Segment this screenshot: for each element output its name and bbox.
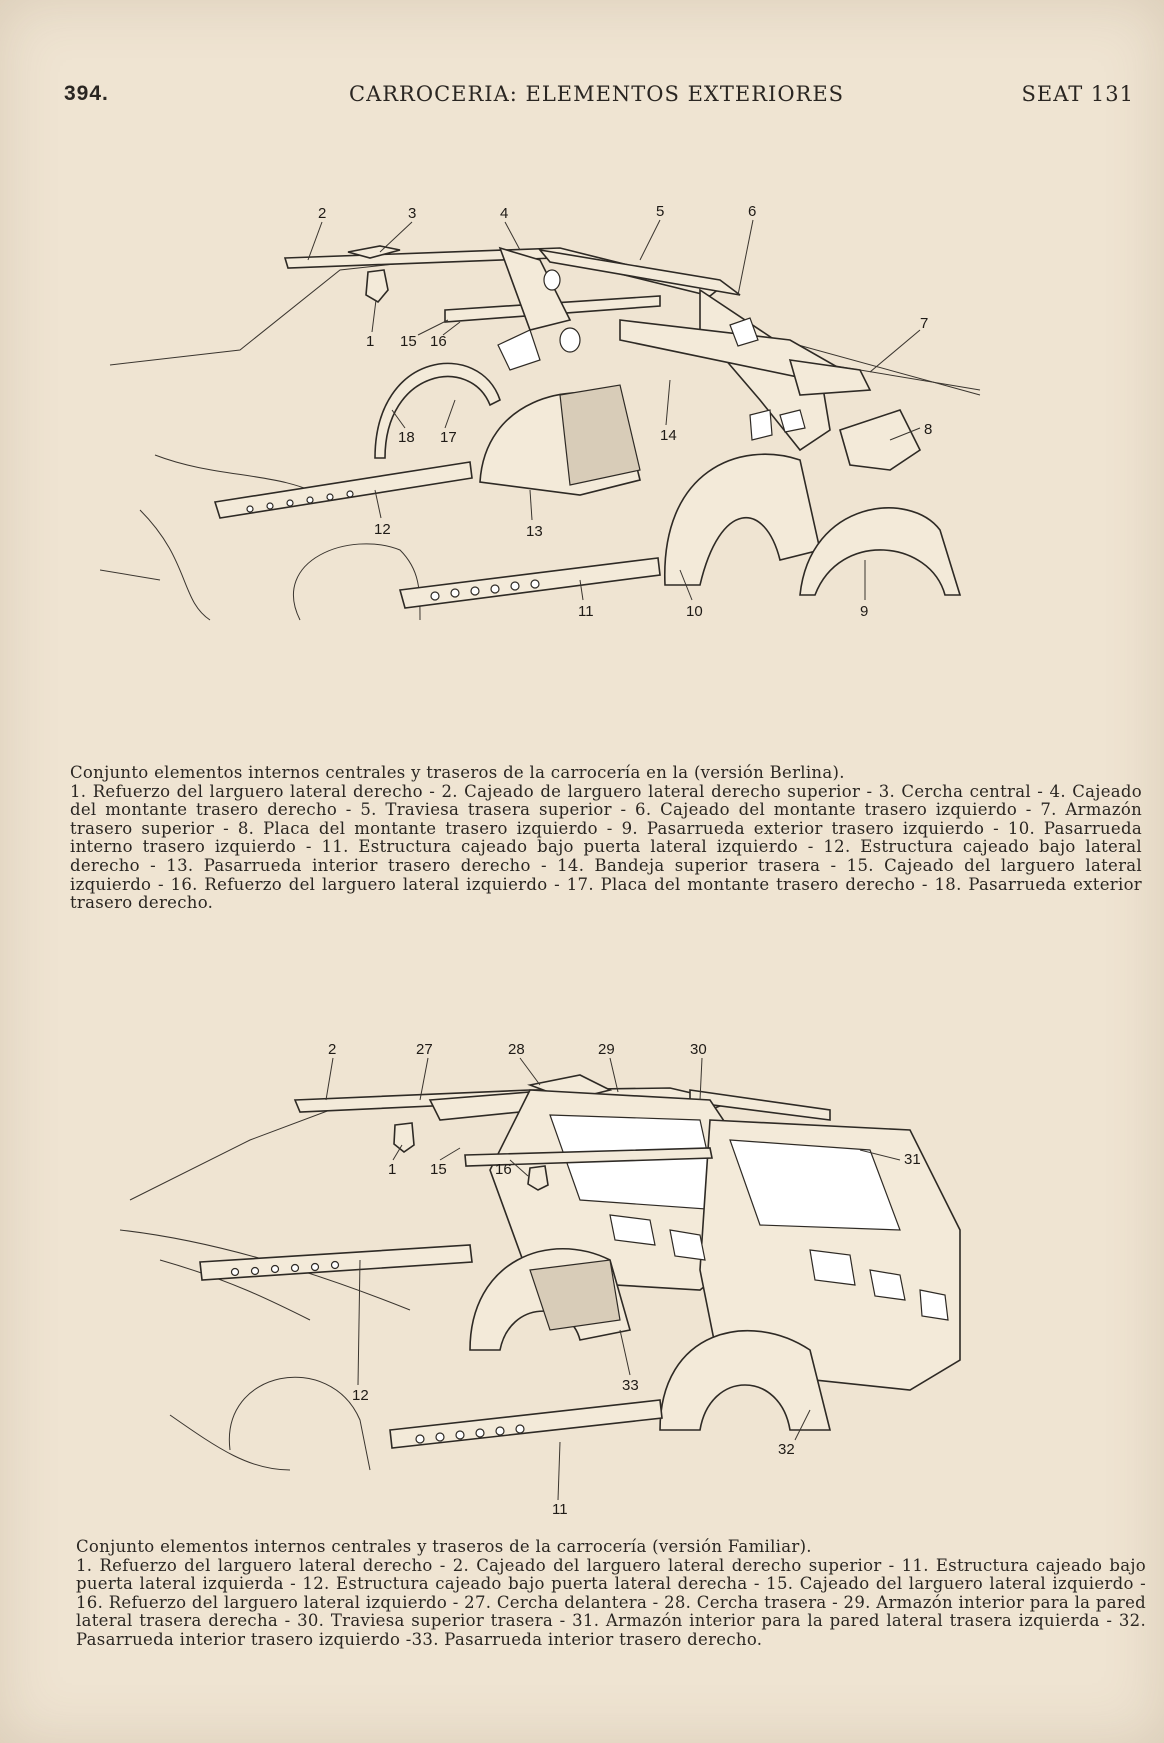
familiar-diagram-svg: 2 27 28 29 30 31 1 15 16 12 33 32 11	[119, 1041, 961, 1518]
berlina-diagram-svg: 2 3 4 5 6 1 15 16 7 18 17 14 8 12 13 11 …	[100, 203, 981, 621]
caption-body: 1. Refuerzo del larguero lateral derecho…	[76, 1555, 1146, 1649]
callout-label: 5	[656, 203, 664, 220]
lower-sills	[199, 1244, 663, 1449]
callout-label: 15	[430, 1161, 447, 1178]
lower-sills	[213, 461, 661, 609]
berlina-exploded-diagram: 2 3 4 5 6 1 15 16 7 18 17 14 8 12 13 11 …	[100, 200, 1100, 700]
callout-label: 9	[860, 603, 868, 620]
callout-label: 8	[924, 421, 932, 438]
callout-label: 17	[440, 429, 457, 446]
wheel-arches	[469, 1247, 832, 1431]
rail-15	[464, 1147, 713, 1167]
caption-berlina: Conjunto elementos internos centrales y …	[70, 763, 1142, 913]
reinforcement-16	[527, 1165, 549, 1191]
reinforcement-1	[393, 1122, 415, 1153]
page-number: 394.	[64, 82, 109, 105]
model-name: SEAT 131	[1021, 82, 1134, 106]
callout-label: 12	[374, 521, 391, 538]
callout-label: 27	[416, 1041, 433, 1058]
callout-label: 7	[920, 315, 928, 332]
callout-label: 3	[408, 205, 416, 222]
callout-label: 11	[578, 603, 594, 620]
callout-label: 1	[366, 333, 374, 350]
callout-label: 13	[526, 523, 543, 540]
callout-leaders	[307, 219, 921, 601]
caption-title: Conjunto elementos internos centrales y …	[76, 1537, 812, 1556]
callout-label: 28	[508, 1041, 525, 1058]
callout-label: 31	[904, 1151, 921, 1168]
section-title: CARROCERIA: ELEMENTOS EXTERIORES	[349, 82, 845, 106]
callout-label: 16	[430, 333, 447, 350]
page-header: 394. CARROCERIA: ELEMENTOS EXTERIORES SE…	[64, 82, 1134, 112]
caption-familiar: Conjunto elementos internos centrales y …	[76, 1537, 1146, 1650]
callout-labels: 2 27 28 29 30 31 1 15 16 12 33 32 11	[328, 1041, 921, 1518]
familiar-exploded-diagram: 2 27 28 29 30 31 1 15 16 12 33 32 11	[110, 1030, 1100, 1520]
reinforcement-1	[365, 269, 389, 304]
callout-label: 16	[495, 1161, 512, 1178]
callout-label: 29	[598, 1041, 615, 1058]
callout-label: 12	[352, 1387, 369, 1404]
callout-label: 32	[778, 1441, 795, 1458]
callout-label: 15	[400, 333, 417, 350]
callout-label: 30	[690, 1041, 707, 1058]
callout-label: 2	[318, 205, 326, 222]
callout-label: 18	[398, 429, 415, 446]
callout-leaders	[325, 1057, 901, 1501]
callout-labels: 2 3 4 5 6 1 15 16 7 18 17 14 8 12 13 11 …	[318, 203, 932, 620]
side-panels	[489, 1089, 961, 1391]
callout-label: 14	[660, 427, 677, 444]
caption-body: 1. Refuerzo del larguero lateral derecho…	[70, 781, 1142, 913]
callout-label: 6	[748, 203, 756, 220]
callout-label: 33	[622, 1377, 639, 1394]
car-body-outline	[119, 1109, 411, 1471]
callout-label: 11	[552, 1501, 568, 1518]
caption-title: Conjunto elementos internos centrales y …	[70, 763, 845, 782]
wheel-arches	[374, 362, 962, 596]
callout-label: 4	[500, 205, 508, 222]
callout-label: 1	[388, 1161, 396, 1178]
callout-label: 10	[686, 603, 703, 620]
callout-label: 2	[328, 1041, 336, 1058]
